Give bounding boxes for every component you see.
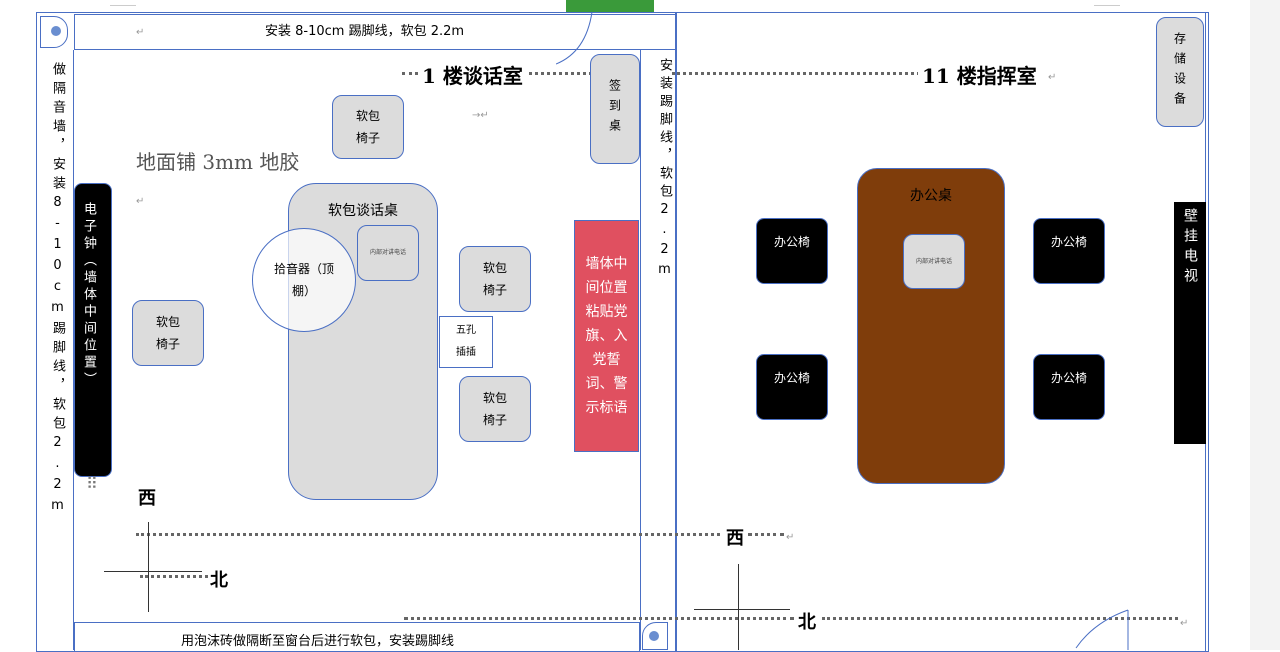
north-axis-line-right-b — [822, 617, 1178, 620]
bottom-note-text: 用泡沫砖做隔断至窗台后进行软包，安装踢脚线 — [181, 634, 455, 649]
door-arc-icon — [556, 11, 593, 65]
west-label-middle: 西 — [726, 528, 744, 549]
compass-left-vertical — [148, 522, 149, 612]
scrollbar-gutter[interactable] — [1250, 0, 1280, 650]
left-wall-rule — [73, 50, 74, 650]
room11-title-line — [672, 72, 920, 75]
arrow-mark: →↵ — [472, 110, 489, 121]
wall-tv: 壁挂电视 — [1174, 202, 1206, 444]
office-chair-label: 办公椅 — [773, 371, 810, 385]
top-note-text: 安装 8-10cm 踢脚线，软包 2.2m — [265, 24, 465, 39]
phone-label: 内部对讲电话 — [915, 257, 952, 265]
socket-label: 五孔插插 — [456, 325, 476, 358]
electronic-clock: 电子钟（墙体中间位置） — [74, 183, 112, 477]
party-wall-panel: 墙体中间位置粘贴党旗、入党誓词、警示标语 — [574, 220, 639, 452]
header-rule-right — [1094, 5, 1120, 6]
pickup-label: 拾音器（顶棚） — [273, 262, 334, 298]
header-rule-left — [110, 5, 136, 6]
compass-right-horizontal — [694, 609, 790, 610]
signin-label: 签到桌 — [607, 79, 622, 139]
clock-drag-handle[interactable]: ⠿ — [86, 474, 98, 493]
west-middle-return: ↵ — [786, 532, 795, 543]
bottom-corner-handle-icon[interactable] — [642, 622, 668, 650]
soft-chair-label: 软包椅子 — [482, 261, 507, 297]
door-arc-bottom-icon — [1075, 609, 1129, 650]
left-wall-note: 做隔音墙，安装8-10cm踢脚线，软包2.2m — [50, 62, 65, 519]
office-chair-label: 办公椅 — [773, 235, 810, 249]
office-chair-top-right: 办公椅 — [1033, 218, 1105, 284]
party-wall-label: 墙体中间位置粘贴党旗、入党誓词、警示标语 — [585, 256, 628, 416]
north-label-right: 北 — [798, 612, 816, 633]
middle-wall-note: 安装踢脚线，软包2.2m — [657, 58, 672, 282]
office-desk-label: 办公桌 — [910, 188, 952, 204]
soft-chair-label: 软包椅子 — [482, 391, 507, 427]
office-chair-bottom-right: 办公椅 — [1033, 354, 1105, 420]
corner-handle-icon[interactable] — [40, 16, 68, 48]
compass-left-horizontal — [104, 571, 202, 572]
soft-chair-right-upper: 软包椅子 — [459, 246, 531, 312]
north-axis-line-left — [140, 575, 208, 578]
storage-device: 存储设备 — [1156, 17, 1204, 127]
office-phone: 内部对讲电话 — [903, 234, 965, 289]
office-desk: 办公桌 — [857, 168, 1005, 484]
north-right-return: ↵ — [1180, 618, 1189, 629]
soft-chair-right-lower: 软包椅子 — [459, 376, 531, 442]
phone-label: 内部对讲电话 — [369, 249, 406, 256]
soft-chair-label: 软包椅子 — [355, 109, 380, 145]
west-axis-tail — [748, 533, 784, 536]
soft-chair-left: 软包椅子 — [132, 300, 204, 366]
storage-label: 存储设备 — [1172, 32, 1187, 112]
north-label-left: 北 — [210, 570, 228, 591]
pickup-device: 拾音器（顶棚） — [252, 228, 356, 332]
room11-title-return: ↵ — [1048, 72, 1057, 83]
socket-box: 五孔插插 — [439, 316, 493, 368]
bottom-note-box: 用泡沫砖做隔断至窗台后进行软包，安装踢脚线 — [74, 622, 640, 652]
office-chair-label: 办公椅 — [1050, 371, 1087, 385]
clock-label: 电子钟（墙体中间位置） — [81, 202, 96, 389]
room11-title: 11 楼指挥室 — [918, 60, 1041, 89]
top-note-box: 安装 8-10cm 踢脚线，软包 2.2m — [74, 14, 676, 50]
office-chair-top-left: 办公椅 — [756, 218, 828, 284]
soft-chair-top: 软包椅子 — [332, 95, 404, 159]
middle-wall-rule-left — [640, 50, 641, 650]
talk-table-label: 软包谈话桌 — [328, 203, 398, 219]
floor-note: 地面铺 3mm 地胶 — [136, 150, 300, 174]
soft-chair-label: 软包椅子 — [155, 315, 180, 351]
talk-phone: 内部对讲电话 — [357, 225, 419, 281]
top-note-return-left: ↵ — [136, 27, 145, 38]
top-green-tab — [566, 0, 654, 12]
office-chair-label: 办公椅 — [1050, 235, 1087, 249]
signin-desk: 签到桌 — [590, 54, 640, 164]
west-axis-line — [136, 533, 720, 536]
office-chair-bottom-left: 办公椅 — [756, 354, 828, 420]
room1-title: 1 楼谈话室 — [418, 60, 527, 89]
floor-note-return: ↵ — [136, 196, 145, 207]
compass-right-vertical — [738, 564, 739, 650]
north-axis-line-right-a — [404, 617, 794, 620]
west-label-left: 西 — [138, 488, 156, 509]
wall-tv-label: 壁挂电视 — [1182, 208, 1198, 288]
